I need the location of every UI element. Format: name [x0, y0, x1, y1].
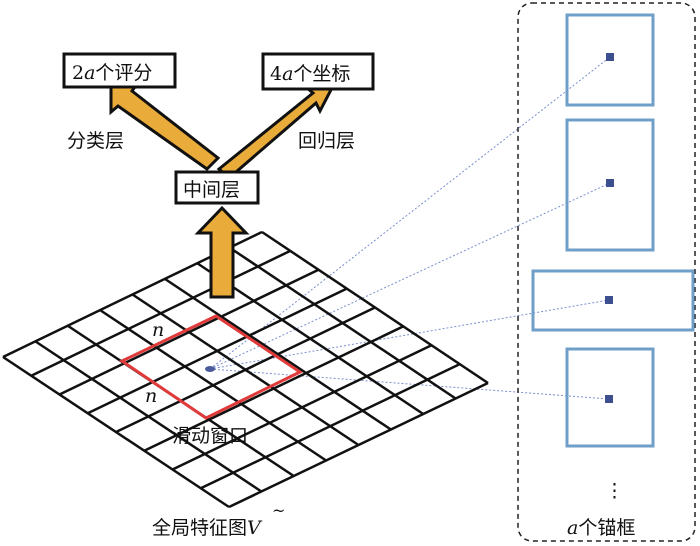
anchor-link-line: [209, 56, 611, 370]
anchors-panel: [517, 2, 696, 542]
sliding-window: [118, 314, 304, 420]
window-side-label-bottom: n: [145, 385, 157, 407]
feature-map-grid: [2, 230, 489, 509]
grid-line: [115, 306, 376, 434]
grid-line: [171, 344, 433, 471]
anchor-box: [565, 13, 655, 107]
scores-label: 2a个评分: [72, 62, 152, 84]
window-center-dot: [205, 366, 215, 372]
anchor-link-line: [209, 299, 610, 370]
scores-box: [62, 52, 177, 89]
grid-line: [164, 277, 392, 431]
anchor-box: [565, 118, 655, 252]
grid-line: [261, 230, 489, 385]
feature-map-label: 全局特征图V: [152, 517, 263, 539]
arrow-to-coords: [216, 84, 336, 180]
coords-label: 4a个坐标: [270, 63, 350, 85]
anchor-center-dot: [606, 53, 614, 61]
coords-box: [261, 52, 375, 91]
grid-line: [196, 262, 424, 416]
regression-layer-label: 回归层: [298, 130, 355, 152]
anchors-label: a个锚框: [567, 517, 635, 539]
grid-line: [228, 246, 457, 400]
anchor-link-line: [209, 368, 610, 400]
anchor-link-line: [209, 182, 611, 370]
middle-layer-label: 中间层: [183, 179, 240, 201]
grid-line: [228, 381, 489, 509]
middle-layer-box: [174, 170, 260, 205]
grid-line: [200, 362, 461, 490]
arrow-up-to-middle: [194, 205, 250, 299]
sliding-window-label: 滑动窗口: [172, 425, 248, 447]
anchor-center-dot: [606, 179, 614, 187]
anchor-center-dot: [605, 395, 613, 403]
anchor-box: [531, 269, 695, 332]
grid-line: [143, 325, 404, 452]
feature-map-tilde: ~: [272, 501, 285, 520]
classification-layer-label: 分类层: [67, 130, 124, 152]
window-side-label-top: n: [152, 319, 164, 341]
anchors-ellipsis: ⋮: [605, 480, 624, 502]
arrow-to-scores: [109, 82, 221, 171]
anchor-center-dot: [605, 296, 613, 304]
anchor-box: [565, 347, 655, 448]
